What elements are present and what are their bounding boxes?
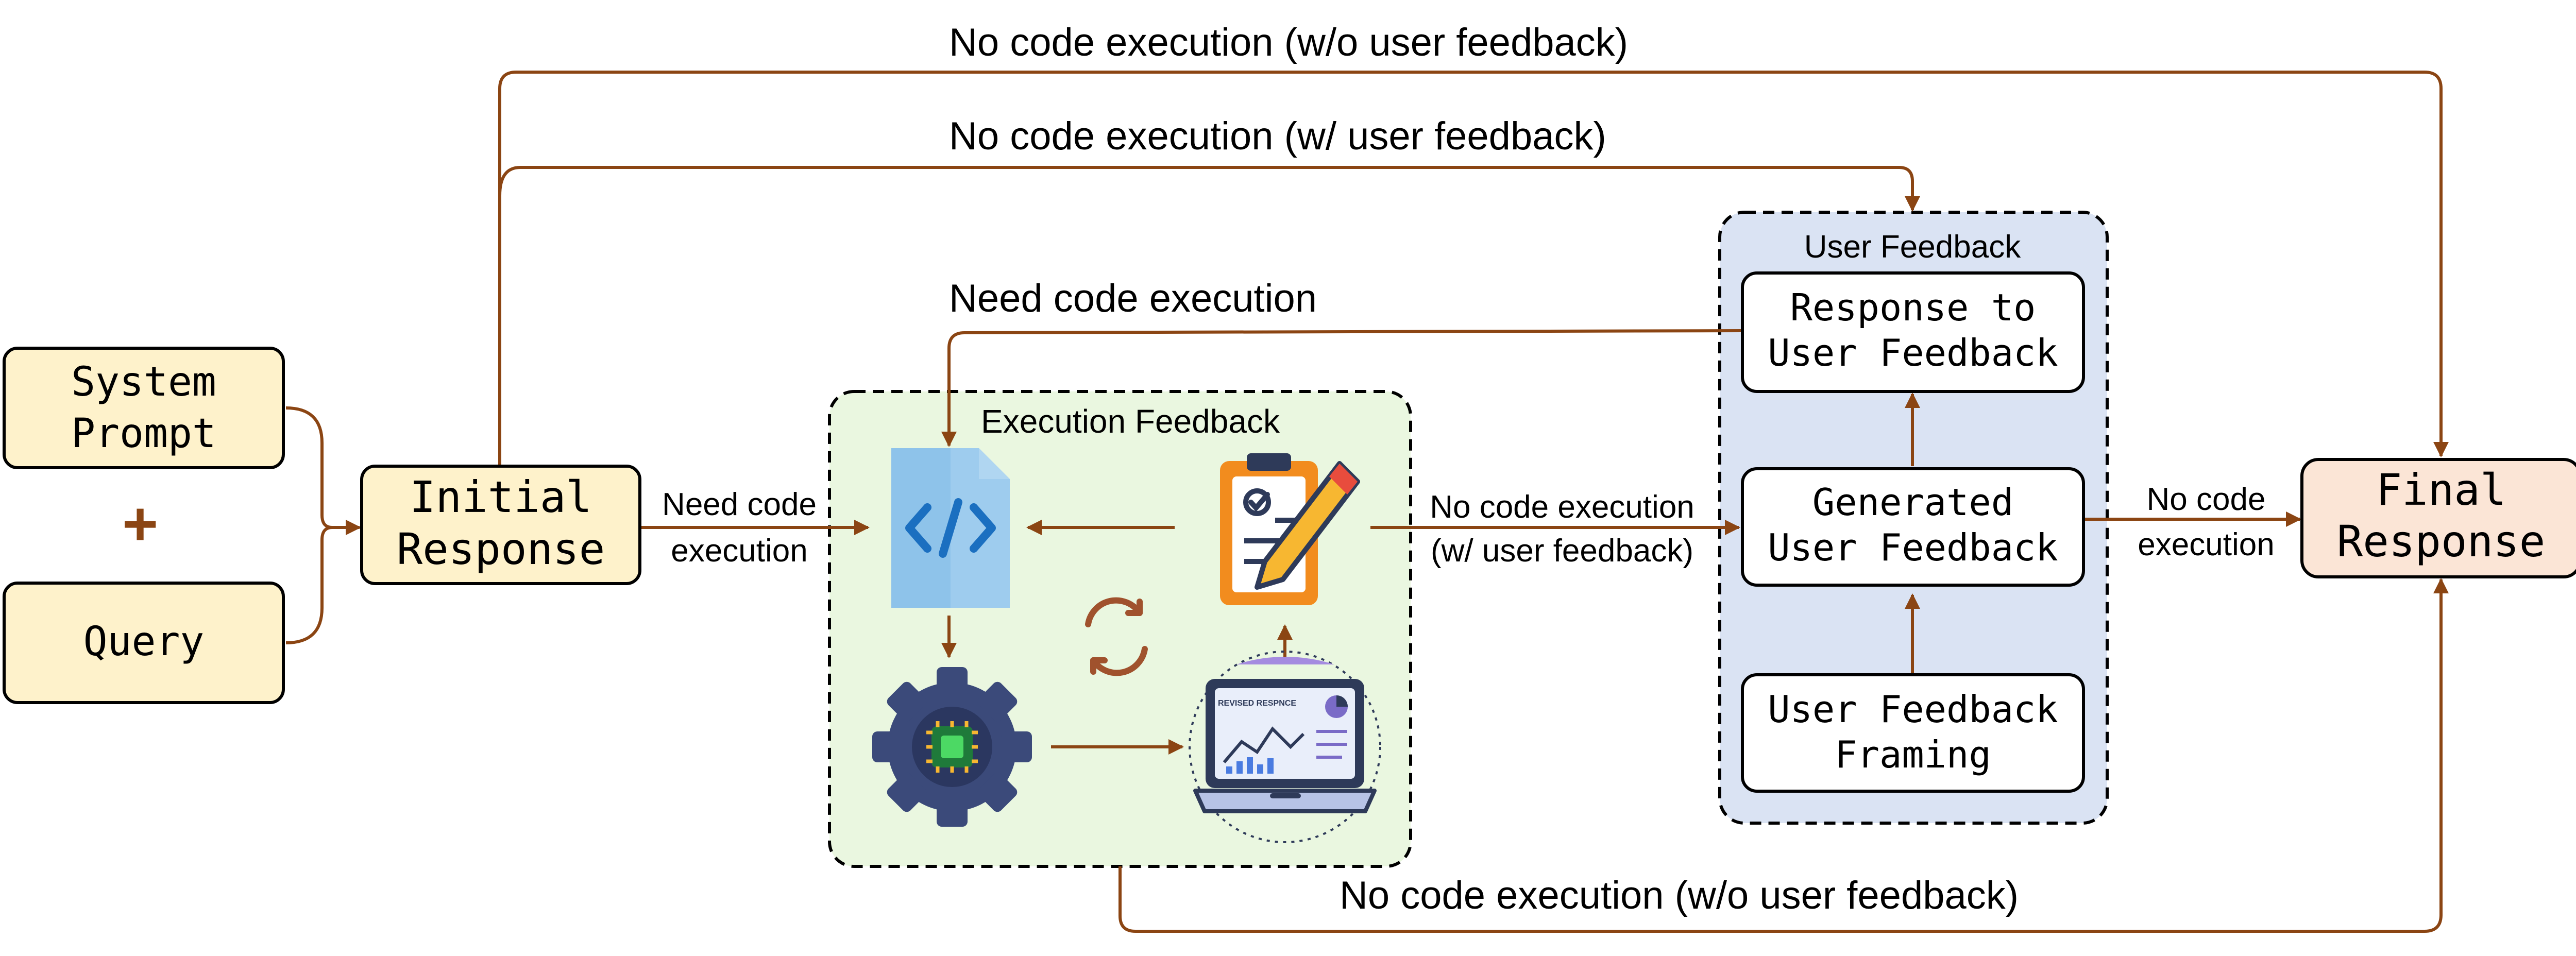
response-to-feedback-line1: Response to xyxy=(1790,286,2036,329)
framing-line1: User Feedback xyxy=(1768,688,2058,731)
system-prompt-box xyxy=(3,347,285,469)
edge-bottom-wo-feedback xyxy=(1118,578,2449,933)
generated-feedback-line2: User Feedback xyxy=(1768,526,2058,569)
label-top-w-feedback: No code execution (w/ user feedback) xyxy=(949,114,1606,158)
label-need-exec-in-2: execution xyxy=(671,533,807,569)
label-need-exec-loop: Need code execution xyxy=(949,277,1317,320)
system-prompt-line1: System xyxy=(71,359,216,405)
query-label: Query xyxy=(83,619,205,665)
laptop-dashboard-icon: REVISED RESPNCE xyxy=(1189,651,1381,843)
checklist-pencil-icon xyxy=(1220,453,1360,605)
label-top-wo-feedback: No code execution (w/o user feedback) xyxy=(949,21,1628,64)
plus-sign: + xyxy=(122,489,158,558)
query-box xyxy=(3,582,285,704)
response-to-feedback-box xyxy=(1741,271,2085,393)
framing-line2: Framing xyxy=(1835,733,1991,776)
code-file-icon xyxy=(891,448,1010,608)
edge-query-to-initial xyxy=(285,526,333,644)
cpu-gear-icon xyxy=(872,667,1032,827)
edge-top-w-feedback xyxy=(498,166,1920,212)
edge-top-wo-feedback xyxy=(498,71,2449,465)
initial-response-box xyxy=(360,465,641,585)
final-response-line1: Final xyxy=(2376,465,2506,515)
framing-box xyxy=(1741,673,2085,793)
initial-response-line1: Initial xyxy=(410,472,592,522)
label-exec-to-user-1: No code execution xyxy=(1430,489,1694,525)
user-feedback-title: User Feedback xyxy=(1804,229,2021,265)
generated-feedback-box xyxy=(1741,467,2085,587)
edge-need-exec-loop xyxy=(941,329,1742,447)
label-user-to-final-2: execution xyxy=(2138,527,2274,562)
final-response-box xyxy=(2300,458,2576,578)
final-response-line2: Response xyxy=(2337,516,2546,567)
label-exec-to-user-2: (w/ user feedback) xyxy=(1431,533,1693,569)
response-to-feedback-line2: User Feedback xyxy=(1768,331,2058,374)
execution-feedback-title: Execution Feedback xyxy=(981,403,1280,440)
system-prompt-line2: Prompt xyxy=(71,411,216,457)
refresh-cycle-icon xyxy=(1085,597,1148,676)
generated-feedback-line1: Generated xyxy=(1812,481,2013,524)
label-need-exec-in-1: Need code xyxy=(662,487,817,522)
label-user-to-final-1: No code xyxy=(2147,482,2266,517)
edge-system-to-initial xyxy=(285,406,361,535)
label-bottom-wo-feedback: No code execution (w/o user feedback) xyxy=(1340,874,2019,917)
initial-response-line2: Response xyxy=(397,524,605,574)
connectors xyxy=(285,71,2449,933)
dashboard-caption: REVISED RESPNCE xyxy=(1218,699,1296,708)
